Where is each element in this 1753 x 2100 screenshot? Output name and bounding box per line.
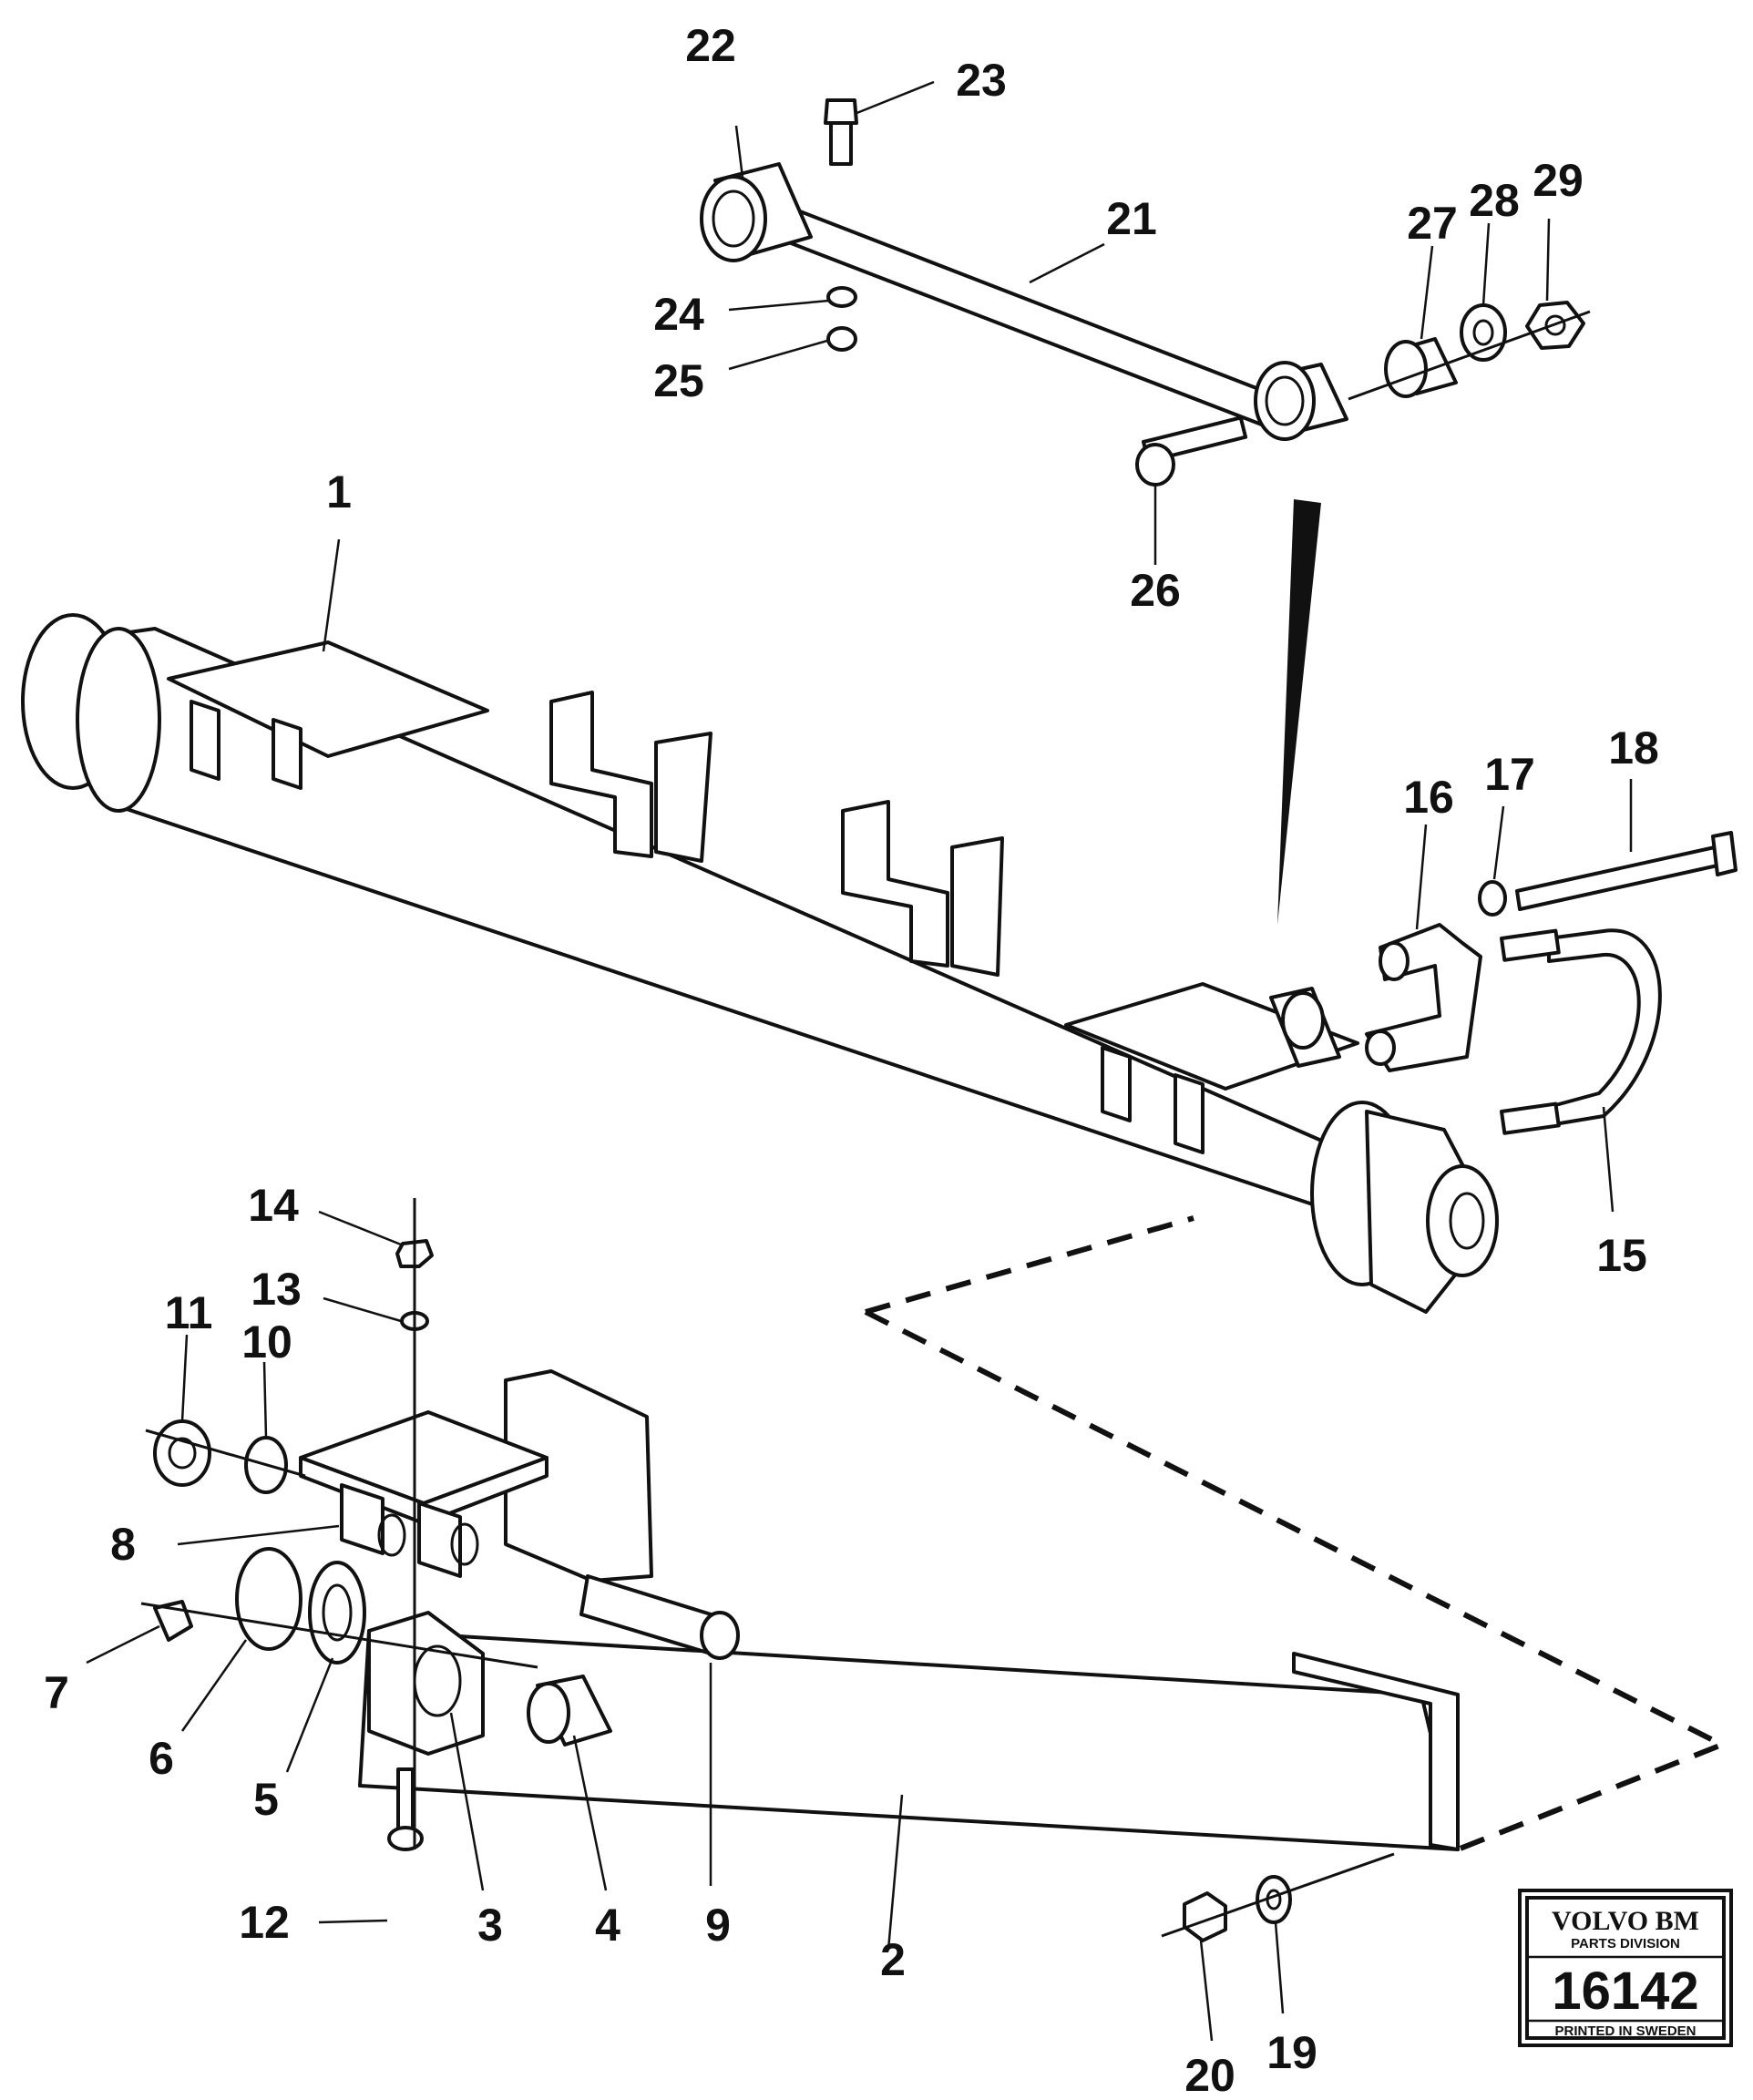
axle-beam (21, 613, 1499, 1314)
callout-2: 2 (880, 1934, 906, 1985)
assembly-pointer (1277, 499, 1321, 925)
callout-28: 28 (1469, 175, 1520, 226)
mounting-bracket-assembly (140, 1198, 1460, 1942)
callout-13: 13 (251, 1264, 302, 1315)
callout-27: 27 (1407, 198, 1458, 249)
badge-division: PARTS DIVISION (1571, 1936, 1680, 1951)
bracket-parts (1365, 831, 1738, 1135)
callout-22: 22 (685, 20, 736, 71)
badge-printed: PRINTED IN SWEDEN (1554, 2023, 1696, 2039)
callout-6: 6 (149, 1733, 174, 1784)
callout-12: 12 (239, 1897, 290, 1948)
callout-numbers: 1 2 3 4 5 6 7 8 9 10 11 12 13 14 15 16 1… (44, 20, 1659, 2100)
callout-14: 14 (248, 1180, 299, 1231)
callout-23: 23 (956, 55, 1007, 106)
badge-brand: VOLVO BM (1552, 1906, 1699, 1936)
callout-29: 29 (1533, 155, 1584, 206)
torque-rod-assembly (700, 98, 1591, 487)
callout-18: 18 (1608, 722, 1659, 773)
callout-3: 3 (477, 1900, 503, 1951)
leader-lines (86, 80, 1633, 2042)
callout-11: 11 (165, 1287, 213, 1338)
callout-7: 7 (44, 1667, 69, 1718)
callout-17: 17 (1484, 749, 1535, 800)
callout-24: 24 (653, 289, 704, 340)
callout-15: 15 (1596, 1230, 1647, 1281)
callout-25: 25 (653, 355, 704, 406)
badge-number: 16142 (1552, 1962, 1698, 2021)
callout-16: 16 (1403, 772, 1454, 823)
callout-21: 21 (1106, 193, 1157, 244)
connection-dashed-line (864, 1215, 1729, 1852)
callout-10: 10 (241, 1316, 292, 1368)
callout-20: 20 (1184, 2050, 1235, 2100)
callout-9: 9 (705, 1900, 731, 1951)
callout-19: 19 (1266, 2027, 1317, 2078)
callout-4: 4 (595, 1900, 620, 1951)
publisher-badge: VOLVO BM PARTS DIVISION 16142 PRINTED IN… (1518, 1889, 1733, 2047)
callout-26: 26 (1130, 565, 1181, 616)
callout-1: 1 (326, 466, 352, 517)
callout-5: 5 (253, 1774, 279, 1825)
callout-8: 8 (110, 1519, 136, 1570)
